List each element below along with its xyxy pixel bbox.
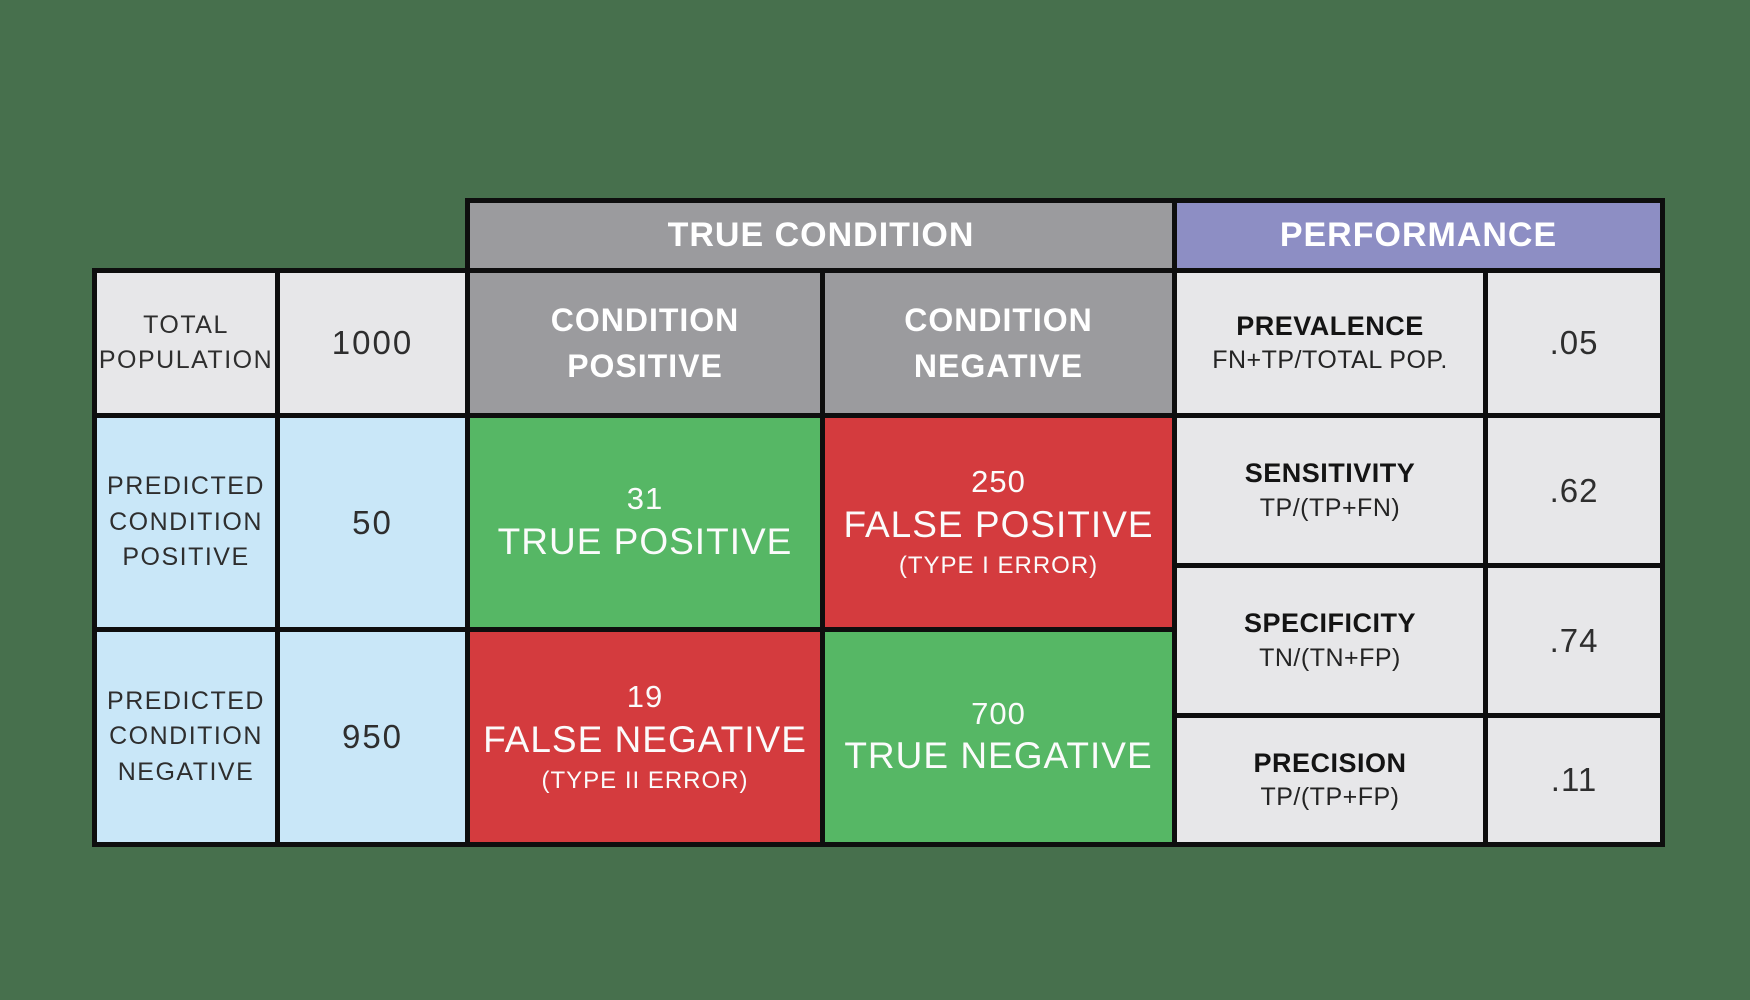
condition-negative-header: CONDITION NEGATIVE [820,268,1177,418]
false-positive-cell: 250 FALSE POSITIVE (TYPE I ERROR) [820,413,1177,632]
true-condition-header-label: TRUE CONDITION [667,216,975,254]
true-negative-label: TRUE NEGATIVE [844,735,1153,777]
prevalence-metric-cell: PREVALENCE FN+TP/TOTAL POP. [1172,268,1488,418]
predicted-condition-positive-value-cell: 50 [275,413,470,632]
prevalence-value-cell: .05 [1483,268,1665,418]
sensitivity-value: .62 [1549,471,1599,509]
predicted-condition-positive-cell: PREDICTED CONDITION POSITIVE [92,413,280,632]
false-negative-count: 19 [626,678,664,714]
true-positive-count: 31 [626,481,664,516]
sensitivity-value-cell: .62 [1483,413,1665,568]
prevalence-value: .05 [1549,324,1599,361]
total-population-cell: TOTAL POPULATION [92,268,280,418]
precision-value: .11 [1550,761,1598,798]
specificity-value: .74 [1549,621,1599,659]
false-positive-count: 250 [971,464,1026,500]
true-negative-cell: 700 TRUE NEGATIVE [820,627,1177,847]
predicted-condition-negative-value: 950 [341,718,404,755]
false-positive-label: FALSE POSITIVE [843,504,1154,546]
predicted-condition-negative-value-cell: 950 [275,627,470,847]
specificity-value-cell: .74 [1483,563,1665,718]
true-positive-cell: 31 TRUE POSITIVE [465,413,825,632]
predicted-condition-positive-value: 50 [352,503,393,541]
true-negative-count: 700 [971,695,1026,731]
true-condition-header: TRUE CONDITION [465,198,1177,273]
specificity-metric-formula: TN/(TN+FP) [1259,643,1401,672]
precision-metric-name: PRECISION [1253,747,1407,778]
false-negative-note: (TYPE II ERROR) [541,766,749,794]
total-population-value: 1000 [331,324,414,361]
predicted-condition-positive-label: PREDICTED CONDITION POSITIVE [107,472,265,572]
predicted-condition-negative-label: PREDICTED CONDITION NEGATIVE [107,686,265,786]
true-positive-label: TRUE POSITIVE [497,520,793,562]
precision-metric-cell: PRECISION TP/(TP+FP) [1172,713,1488,847]
performance-header: PERFORMANCE [1172,198,1665,273]
total-population-label: TOTAL POPULATION [98,310,274,375]
specificity-metric-cell: SPECIFICITY TN/(TN+FP) [1172,563,1488,718]
sensitivity-metric-name: SENSITIVITY [1244,458,1416,489]
false-negative-label: FALSE NEGATIVE [483,718,807,760]
false-negative-cell: 19 FALSE NEGATIVE (TYPE II ERROR) [465,627,825,847]
prevalence-metric-name: PREVALENCE [1236,310,1424,341]
precision-metric-formula: TP/(TP+FP) [1260,783,1400,812]
sensitivity-metric-cell: SENSITIVITY TP/(TP+FN) [1172,413,1488,568]
sensitivity-metric-formula: TP/(TP+FN) [1259,493,1401,522]
specificity-metric-name: SPECIFICITY [1243,608,1417,639]
total-population-value-cell: 1000 [275,268,470,418]
prevalence-metric-formula: FN+TP/TOTAL POP. [1212,346,1448,375]
false-positive-note: (TYPE I ERROR) [898,552,1099,580]
condition-positive-header-label: CONDITION POSITIVE [550,301,740,384]
predicted-condition-negative-cell: PREDICTED CONDITION NEGATIVE [92,627,280,847]
condition-positive-header: CONDITION POSITIVE [465,268,825,418]
precision-value-cell: .11 [1483,713,1665,847]
condition-negative-header-label: CONDITION NEGATIVE [904,301,1093,384]
performance-header-label: PERFORMANCE [1279,216,1558,254]
